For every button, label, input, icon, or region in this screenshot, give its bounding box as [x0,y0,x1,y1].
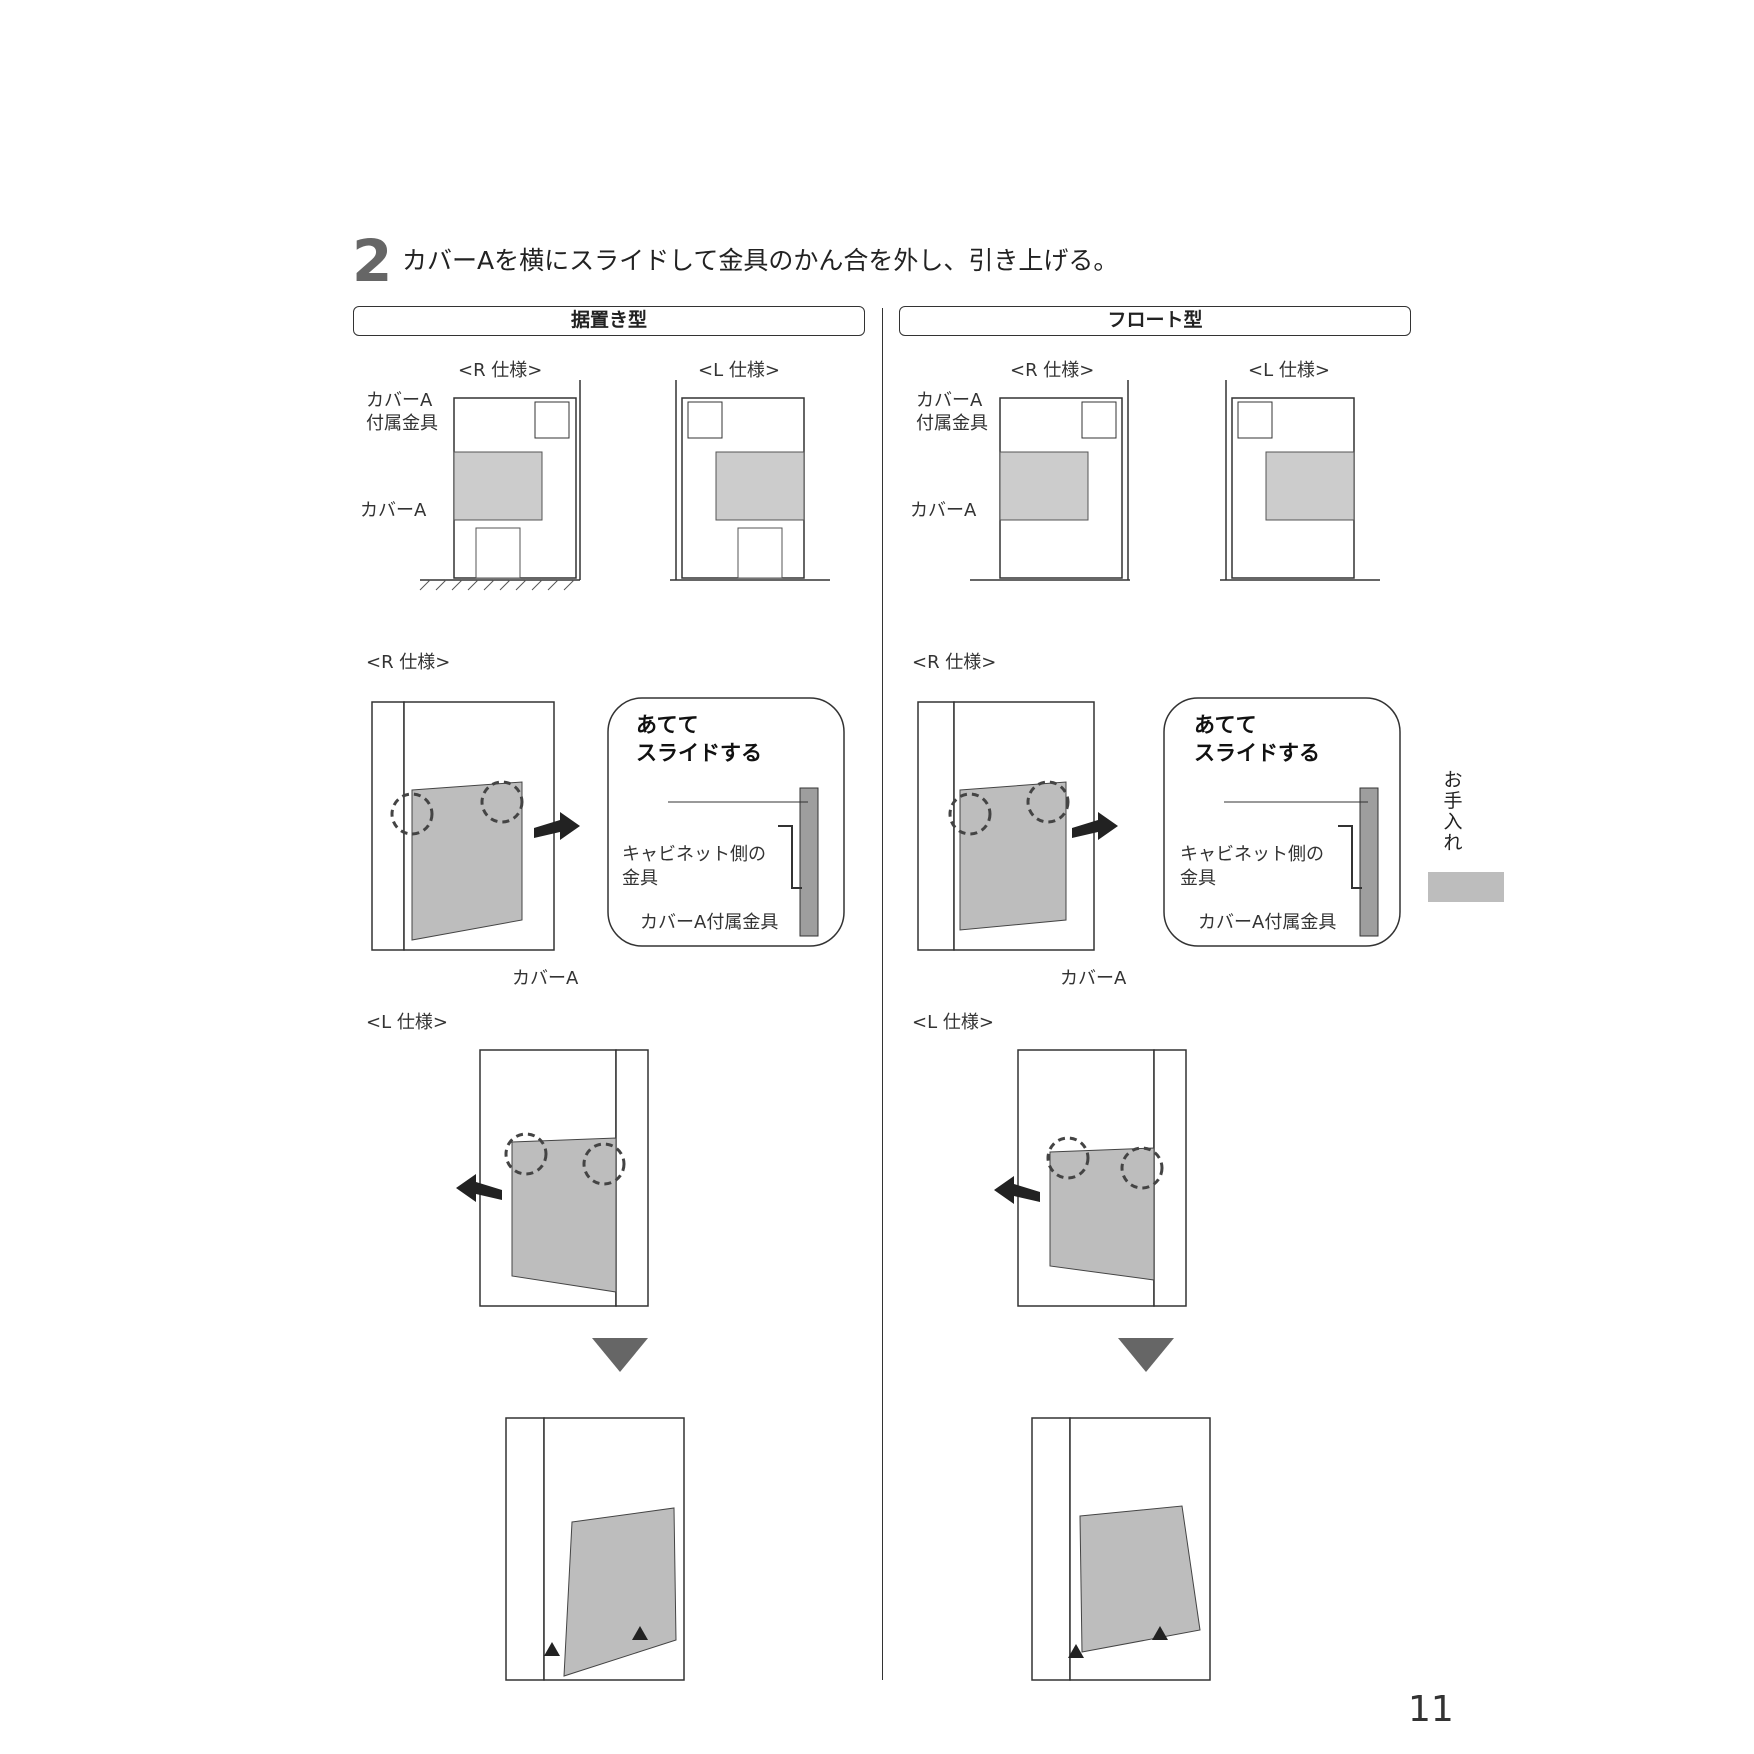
label-slide-right: スライドする [1194,741,1320,765]
label-cover-a-2: カバーA [360,500,427,521]
header-float-type: フロート型 [899,306,1411,336]
label-l-spec-top-right: <L 仕様> [1248,360,1330,381]
label-attached-bracket-2: 付属金具 [916,413,988,434]
label-cabinet-side-left: キャビネット側の [622,844,766,865]
down-arrow-left-icon [592,1338,648,1372]
detail-callout-r-floor [607,697,845,947]
side-tab-marker [1428,872,1504,902]
label-cover-a-3: カバーA [916,390,983,411]
label-l-spec-top-left: <L 仕様> [698,360,780,381]
perspective-l-floor [456,1049,649,1307]
side-tab-care: お手入れ [1443,769,1463,854]
label-cabinet-side-right: キャビネット側の [1180,844,1324,865]
front-view-r-floor [419,380,581,591]
label-cover-a-1: カバーA [366,390,433,411]
label-attached-bracket-1: 付属金具 [366,413,438,434]
detail-callout-r-float [1163,697,1401,947]
label-cover-a-bracket-right: カバーA付属金具 [1198,912,1337,933]
result-view-float [1031,1417,1211,1681]
label-r-spec-mid-left: <R 仕様> [366,652,451,673]
label-ate-te-right: あてて [1194,713,1257,737]
label-bracket-right: 金具 [1180,868,1216,889]
label-r-spec-mid-right: <R 仕様> [912,652,997,673]
label-bracket-left: 金具 [622,868,658,889]
down-arrow-right-icon [1118,1338,1174,1372]
page-number: 11 [1408,1689,1454,1730]
label-l-spec-mid-right: <L 仕様> [912,1012,994,1033]
label-cover-a-5: カバーA [512,968,579,989]
front-view-l-float [1220,380,1380,581]
column-divider [882,308,883,1680]
label-cover-a-6: カバーA [1060,968,1127,989]
label-slide-left: スライドする [636,741,762,765]
result-view-floor [505,1417,685,1681]
front-view-r-float [970,380,1130,581]
step-instruction: カバーAを横にスライドして金具のかん合を外し、引き上げる。 [402,246,1119,275]
label-ate-te-left: あてて [636,713,699,737]
perspective-r-float [917,701,1118,951]
perspective-r-floor [371,701,580,951]
label-r-spec-top-right: <R 仕様> [1010,360,1095,381]
header-floor-type: 据置き型 [353,306,865,336]
label-cover-a-bracket-left: カバーA付属金具 [640,912,779,933]
perspective-l-float [994,1049,1187,1307]
label-r-spec-top-left: <R 仕様> [458,360,543,381]
step-number: 2 [352,227,393,295]
label-cover-a-4: カバーA [910,500,977,521]
label-l-spec-mid-left: <L 仕様> [366,1012,448,1033]
front-view-l-floor [670,380,830,581]
